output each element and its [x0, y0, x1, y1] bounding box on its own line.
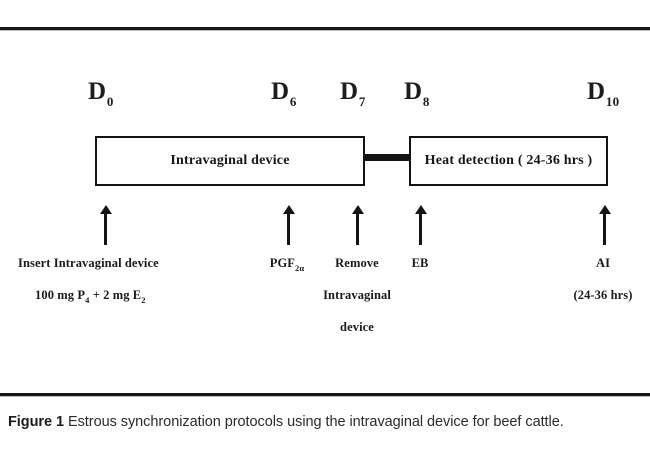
annotation-text: 100 mg P [35, 288, 86, 302]
annotation-text: Intravaginal [323, 288, 391, 302]
intravaginal-device-box-label: Intravaginal device [170, 153, 290, 168]
annotation-dose: 100 mg P4 + 2 mg E2 [35, 284, 146, 308]
box-connector-bar [365, 154, 409, 161]
day-marker-subscript: 10 [605, 94, 620, 109]
day-marker-day-8: D8 [404, 78, 429, 108]
annotation-ai: AI [596, 252, 610, 275]
annotation-ai-timing: (24-36 hrs) [573, 284, 632, 307]
arrow-head [282, 205, 295, 214]
day-marker-day-10: D10 [587, 78, 619, 108]
annotation-pgf: PGF2α [270, 252, 305, 276]
top-divider-rule [0, 27, 650, 31]
annotation-remove-line2: Intravaginal [323, 284, 391, 307]
day-marker-subscript: 0 [106, 94, 114, 109]
arrow-shaft [603, 212, 606, 245]
annotation-subscript-2: 2 [141, 295, 146, 305]
arrow-shaft [287, 212, 290, 245]
arrow-head [414, 205, 427, 214]
annotation-remove-line3: device [340, 316, 374, 339]
day-marker-subscript: 8 [422, 94, 430, 109]
day-marker-prefix: D [340, 78, 359, 105]
day-marker-day-0: D0 [88, 78, 113, 108]
day-marker-prefix: D [271, 78, 290, 105]
arrow-ai-up-arrow-icon [598, 205, 611, 245]
figure-caption: Figure 1 Estrous synchronization protoco… [8, 412, 648, 432]
day-marker-day-6: D6 [271, 78, 296, 108]
day-marker-prefix: D [587, 78, 606, 105]
heat-detection-box-label: Heat detection ( 24-36 hrs ) [424, 153, 593, 168]
annotation-text: device [340, 320, 374, 334]
arrow-shaft [356, 212, 359, 245]
arrow-head [598, 205, 611, 214]
annotation-eb: EB [412, 252, 429, 275]
arrow-pgf-up-arrow-icon [282, 205, 295, 245]
day-marker-prefix: D [88, 78, 107, 105]
figure-caption-number: Figure 1 [8, 414, 64, 430]
annotation-text-2: + 2 mg E [89, 288, 142, 302]
annotation-text: (24-36 hrs) [573, 288, 633, 302]
annotation-subscript: 2α [295, 263, 305, 273]
arrow-shaft [104, 212, 107, 245]
intravaginal-device-box: Intravaginal device [95, 136, 365, 186]
annotation-text: EB [411, 256, 429, 270]
annotation-text: Insert Intravaginal device [18, 256, 159, 270]
arrow-remove-device-up-arrow-icon [351, 205, 364, 245]
arrow-shaft [419, 212, 422, 245]
annotation-text: AI [595, 256, 611, 270]
figure-caption-text: Estrous synchronization protocols using … [67, 414, 564, 430]
annotation-text: Remove [335, 256, 379, 270]
annotation-subscript: 4 [85, 295, 90, 305]
arrow-eb-up-arrow-icon [414, 205, 427, 245]
day-marker-day-7: D7 [340, 78, 365, 108]
annotation-text: PGF [269, 256, 296, 270]
annotation-insert-device: Insert Intravaginal device [18, 252, 159, 275]
day-marker-subscript: 6 [289, 94, 297, 109]
day-marker-subscript: 7 [358, 94, 366, 109]
bottom-divider-rule [0, 393, 650, 397]
arrow-head [99, 205, 112, 214]
heat-detection-box: Heat detection ( 24-36 hrs ) [409, 136, 608, 186]
day-marker-prefix: D [404, 78, 423, 105]
annotation-remove-device: Remove [335, 252, 379, 275]
arrow-head [351, 205, 364, 214]
arrow-insert-device-up-arrow-icon [99, 205, 112, 245]
